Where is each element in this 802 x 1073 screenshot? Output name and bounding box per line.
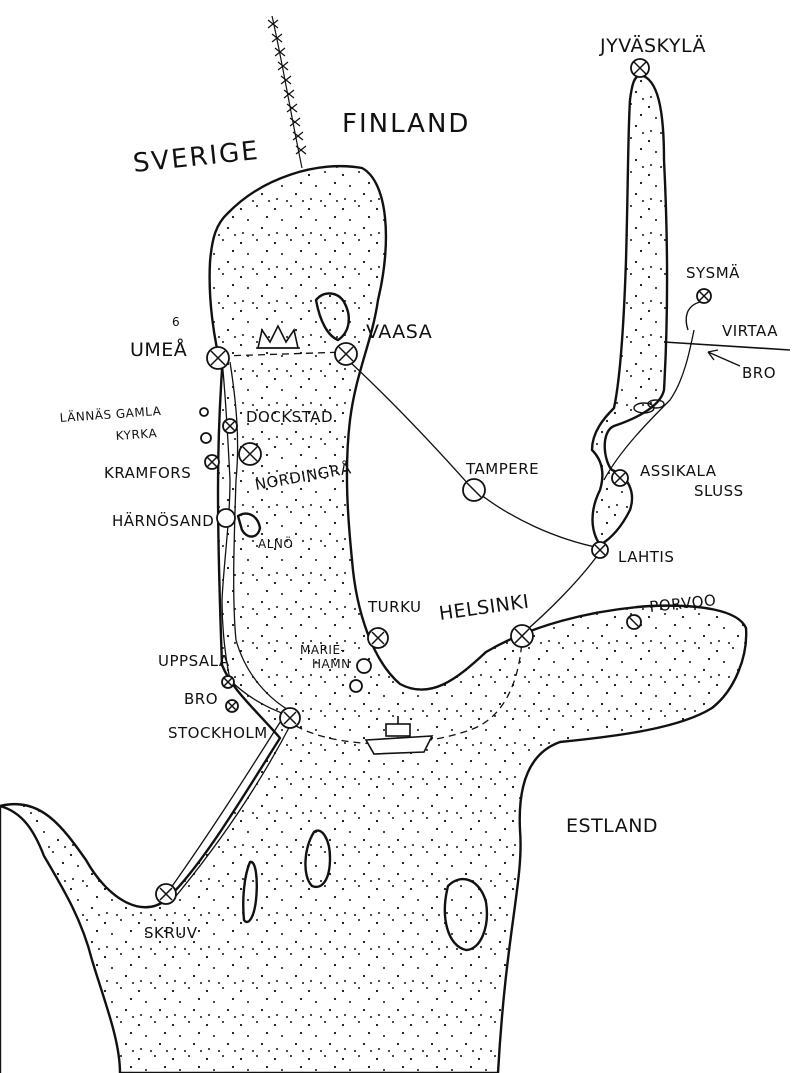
route-lahtis-helsinki [521,551,601,635]
lock-2 [647,399,665,409]
marker-bro [225,699,239,713]
label-dockstad: DOCKSTAD [246,408,333,426]
marker-harnosand [216,508,236,528]
marker-stockholm [279,707,301,729]
label-kramfors: KRAMFORS [104,464,191,482]
route-stockholm-skruv-1 [167,715,285,893]
ship-icon [364,716,434,755]
island-gotland [304,829,332,889]
marker-kyrka [200,432,212,444]
marker-aland-isle [349,679,363,693]
label-tampere: TAMPERE [465,460,539,478]
label-hamn: HAMN [312,657,351,671]
label-marie: MARIE- [300,643,345,657]
label-harnosand: HÄRNÖSAND [112,511,214,530]
label-umea: UMEÅ [130,338,187,361]
label-assikala: ASSIKALA [640,462,717,480]
marker-umea [206,346,230,370]
marker-mariehamn [356,658,372,674]
label-umea-mark: 6 [172,315,180,329]
label-sluss: SLUSS [694,482,744,500]
island-alno [236,512,262,538]
marker-dockstad [222,418,238,434]
label-bro-virtaa: BRO [742,364,776,382]
gulf-of-bothnia [0,164,748,1073]
label-sysma: SYSMÄ [686,263,740,282]
island-vaasa [314,292,350,342]
label-uppsala: UPPSALA [158,652,230,670]
marker-helsinki [510,624,534,648]
bro-arrow [707,349,741,367]
label-kyrka: KYRKA [115,426,158,443]
label-turku: TURKU [367,598,421,616]
label-lahtis: LAHTIS [618,548,674,566]
marker-sysma [696,288,712,304]
route-umea-vaasa-ferry [221,351,347,357]
virtaa-river [663,341,791,351]
marker-jyvaskyla [630,58,650,78]
label-lannas: LÄNNÄS GAMLA [59,403,162,425]
marker-tampere [462,478,486,502]
region-finland: FINLAND [342,109,470,139]
marker-assikala [611,469,629,487]
label-alno: ALNÖ [258,535,293,551]
marker-porvoo [626,614,642,630]
label-skruv: SKRUV [144,924,198,942]
border-crosses [267,19,307,155]
island-saaremaa [443,877,489,952]
marker-lahtis [591,541,609,559]
route-sweden-coast [221,359,291,717]
marker-uppsala [221,675,235,689]
label-jyvaskyla: JYVÄSKYLÄ [599,34,706,57]
route-lake-east [603,329,695,481]
lock-marks [633,399,665,414]
label-helsinki: HELSINKI [438,591,531,625]
marker-nordingra [238,442,262,466]
sea-areas [0,73,748,1073]
marker-vaasa [334,342,358,366]
label-vaasa: VAASA [366,321,432,343]
marker-skruv [155,883,177,905]
region-estland: ESTLAND [566,815,658,837]
label-virtaa: VIRTAA [722,322,778,340]
label-bro: BRO [184,690,218,708]
route-ferry-baltic [295,639,523,745]
city-markers [155,58,712,905]
island-oland [242,860,258,924]
route-vaasa-tampere-lahtis [349,361,601,549]
crown-icon [256,324,300,349]
marker-lannas [199,407,209,417]
marker-turku [367,627,389,649]
label-stockholm: STOCKHOLM [168,724,268,742]
route-stockholm-skruv-2 [175,721,293,897]
islands [236,292,489,952]
sysma-arrow [685,301,701,331]
marker-kramfors [204,454,220,470]
region-sverige: SVERIGE [132,136,261,179]
